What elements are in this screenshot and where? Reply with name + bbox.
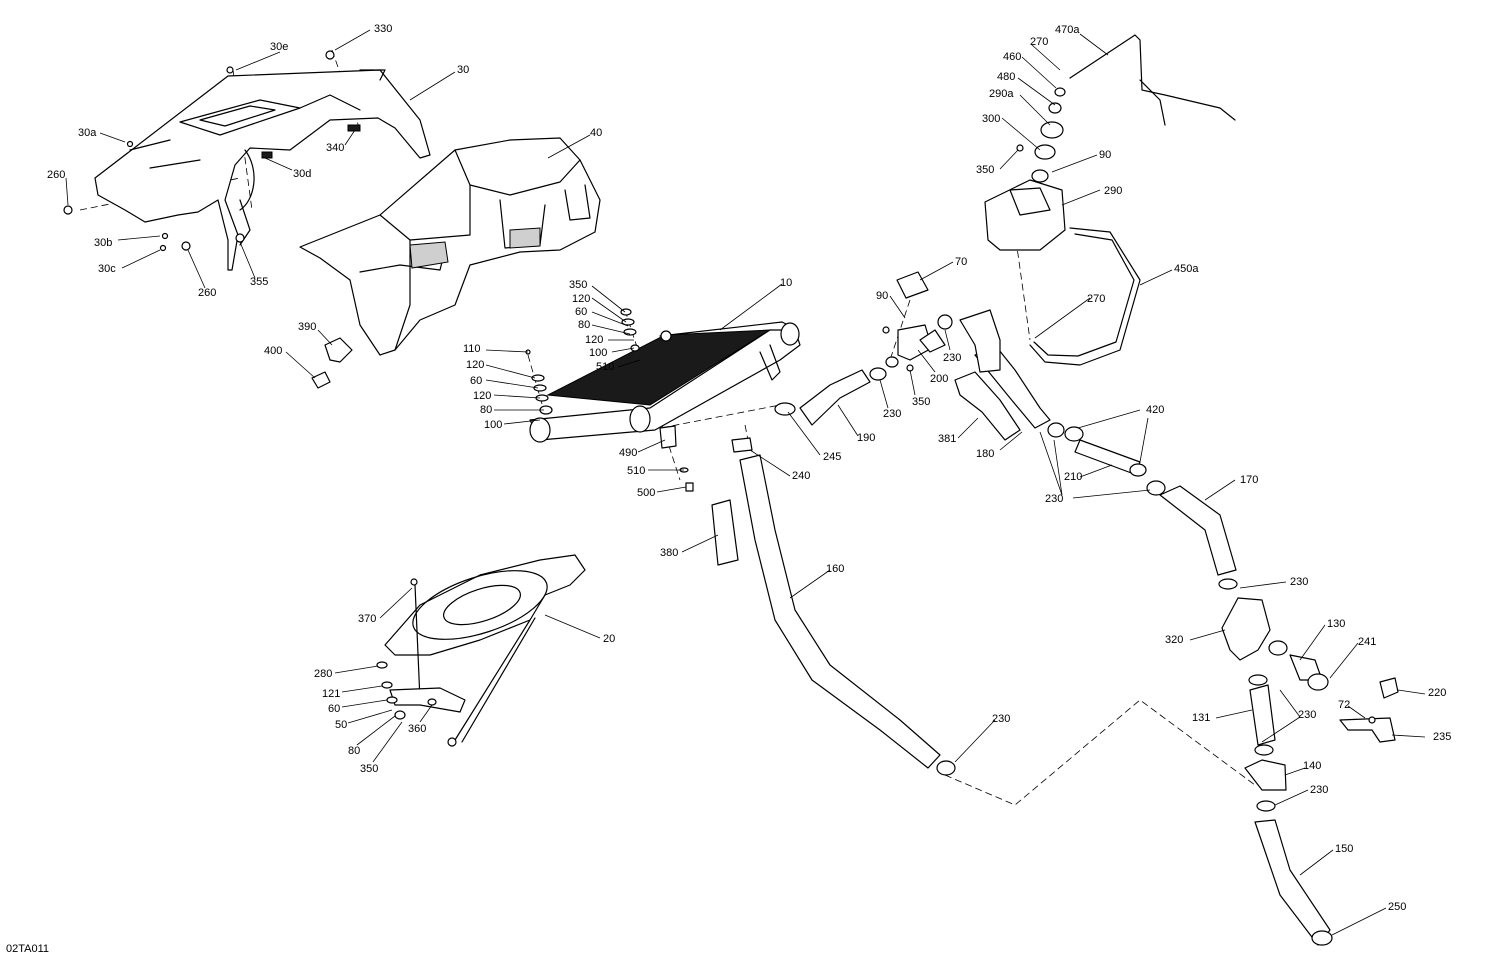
callout-230: 230	[1298, 709, 1316, 721]
callout-220: 220	[1428, 687, 1446, 699]
callout-400: 400	[264, 345, 282, 357]
callout-290a: 290a	[989, 88, 1014, 100]
callout-235: 235	[1433, 731, 1451, 743]
callout-90: 90	[1099, 149, 1111, 161]
callout-80: 80	[348, 745, 360, 757]
callout-355: 355	[250, 276, 268, 288]
callout-160: 160	[826, 563, 844, 575]
callout-230: 230	[943, 352, 961, 364]
callout-230: 230	[1310, 784, 1328, 796]
leader-lines	[65, 29, 1426, 936]
support-bracket-30	[63, 50, 431, 271]
callout-121: 121	[322, 688, 340, 700]
callout-350: 350	[569, 279, 587, 291]
callout-510: 510	[596, 361, 614, 373]
fairing-panel-40	[299, 137, 601, 356]
callout-40: 40	[590, 127, 602, 139]
thermostat-housing-200	[882, 271, 946, 372]
callout-360: 360	[408, 723, 426, 735]
callout-370: 370	[358, 613, 376, 625]
callout-480: 480	[997, 71, 1015, 83]
callout-30c: 30c	[98, 263, 116, 275]
callout-230: 230	[992, 713, 1010, 725]
callout-230: 230	[1290, 576, 1308, 588]
callout-30e: 30e	[270, 41, 288, 53]
callout-420: 420	[1146, 404, 1164, 416]
callout-30a: 30a	[78, 127, 97, 139]
callout-510: 510	[627, 465, 645, 477]
callout-270: 270	[1030, 36, 1048, 48]
callout-72: 72	[1338, 699, 1350, 711]
callout-60: 60	[575, 306, 587, 318]
callout-460: 460	[1003, 51, 1021, 63]
callout-450a: 450a	[1174, 263, 1199, 275]
callout-470a: 470a	[1055, 24, 1080, 36]
callout-245: 245	[823, 451, 841, 463]
callout-210: 210	[1064, 471, 1082, 483]
callout-30d: 30d	[293, 168, 311, 180]
callout-labels: 330 30e 30 30a 260 340 30d 40 30b 30c 26…	[47, 23, 1451, 913]
callout-100: 100	[484, 419, 502, 431]
callout-50: 50	[335, 719, 347, 731]
callout-390: 390	[298, 321, 316, 333]
callout-240: 240	[792, 470, 810, 482]
callout-150: 150	[1335, 843, 1353, 855]
callout-60: 60	[328, 703, 340, 715]
callout-120: 120	[585, 334, 603, 346]
callout-320: 320	[1165, 634, 1183, 646]
callout-270: 270	[1087, 293, 1105, 305]
clip-390-400	[311, 337, 353, 389]
callout-260: 260	[198, 287, 216, 299]
callout-120: 120	[466, 359, 484, 371]
callout-20: 20	[603, 633, 615, 645]
callout-200: 200	[930, 373, 948, 385]
callout-350: 350	[360, 763, 378, 775]
diagram-code: 02TA011	[6, 943, 49, 955]
callout-70: 70	[955, 256, 967, 268]
callout-190: 190	[857, 432, 875, 444]
callout-260: 260	[47, 169, 65, 181]
callout-290: 290	[1104, 185, 1122, 197]
callout-80: 80	[480, 404, 492, 416]
callout-90: 90	[876, 290, 888, 302]
callout-340: 340	[326, 142, 344, 154]
callout-100: 100	[589, 347, 607, 359]
callout-120: 120	[572, 293, 590, 305]
callout-241: 241	[1358, 636, 1376, 648]
callout-120: 120	[473, 390, 491, 402]
callout-350: 350	[912, 396, 930, 408]
callout-170: 170	[1240, 474, 1258, 486]
callout-300: 300	[982, 113, 1000, 125]
callout-30b: 30b	[94, 237, 112, 249]
callout-180: 180	[976, 448, 994, 460]
radiator-10	[525, 308, 801, 492]
callout-330: 330	[374, 23, 392, 35]
callout-230: 230	[1045, 493, 1063, 505]
callout-500: 500	[637, 487, 655, 499]
callout-230: 230	[883, 408, 901, 420]
callout-130: 130	[1327, 618, 1345, 630]
callout-140: 140	[1303, 760, 1321, 772]
callout-381: 381	[938, 433, 956, 445]
callout-80: 80	[578, 319, 590, 331]
callout-131: 131	[1192, 712, 1210, 724]
callout-490: 490	[619, 447, 637, 459]
callout-380: 380	[660, 547, 678, 559]
callout-60: 60	[470, 375, 482, 387]
callout-30: 30	[457, 64, 469, 76]
hoses	[711, 309, 1399, 946]
callout-280: 280	[314, 668, 332, 680]
callout-10: 10	[780, 277, 792, 289]
callout-250: 250	[1388, 901, 1406, 913]
callout-110: 110	[463, 343, 481, 355]
cooling-fan-20	[376, 554, 586, 747]
callout-350: 350	[976, 164, 994, 176]
coolant-tank-290	[984, 34, 1236, 366]
